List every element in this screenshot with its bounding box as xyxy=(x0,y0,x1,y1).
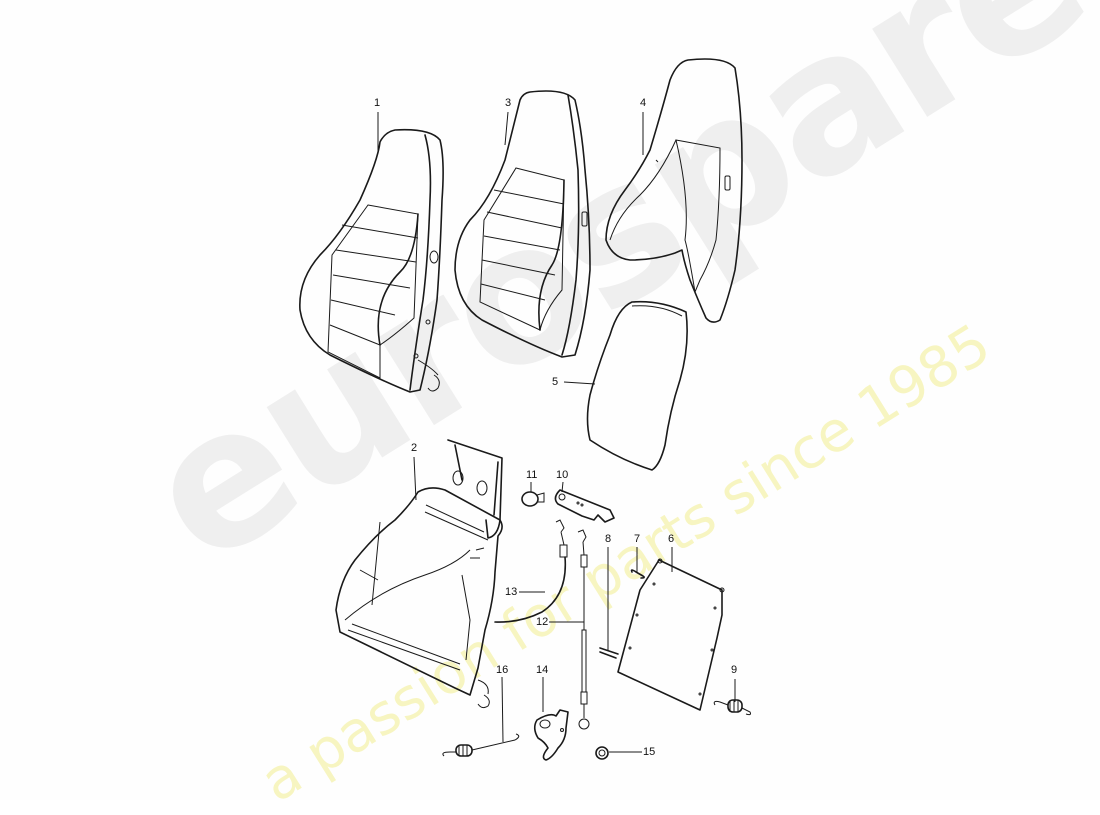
part-6-rear-panel[interactable] xyxy=(617,558,725,711)
leader-lines xyxy=(377,111,736,753)
part-3-backrest-upholstery[interactable] xyxy=(454,90,591,358)
part-5-backrest-pad[interactable] xyxy=(586,300,688,471)
callout-2: 2 xyxy=(411,442,418,454)
part-1-backrest-upholstery[interactable] xyxy=(299,128,444,393)
part-12-release-cable[interactable] xyxy=(577,529,590,730)
part-14-latch-hook[interactable] xyxy=(533,709,569,761)
callout-12: 12 xyxy=(536,616,549,628)
part-9-tension-spring[interactable] xyxy=(713,699,751,716)
callout-5: 5 xyxy=(552,376,559,388)
callout-11: 11 xyxy=(526,469,538,481)
callout-1: 1 xyxy=(374,97,381,109)
part-11-knob[interactable] xyxy=(521,491,545,507)
callout-16: 16 xyxy=(496,664,509,676)
callout-15: 15 xyxy=(643,746,656,758)
part-16-tension-spring[interactable] xyxy=(442,733,520,757)
part-15-circlip[interactable] xyxy=(595,746,609,760)
callout-3: 3 xyxy=(505,97,512,109)
callout-9: 9 xyxy=(731,664,738,676)
callout-7: 7 xyxy=(634,533,641,545)
part-10-release-plate[interactable] xyxy=(554,489,615,523)
callout-6: 6 xyxy=(668,533,675,545)
callout-13: 13 xyxy=(505,586,518,598)
part-13-bowden-cable[interactable] xyxy=(494,519,568,623)
callout-8: 8 xyxy=(605,533,612,545)
part-4-backrest-upholstery[interactable] xyxy=(605,58,743,323)
part-7-clip[interactable] xyxy=(630,569,645,579)
part-2-backrest-frame[interactable] xyxy=(335,439,503,709)
callout-10: 10 xyxy=(556,469,569,481)
callout-4: 4 xyxy=(640,97,647,109)
callout-14: 14 xyxy=(536,664,549,676)
part-8-clip[interactable] xyxy=(599,647,619,659)
